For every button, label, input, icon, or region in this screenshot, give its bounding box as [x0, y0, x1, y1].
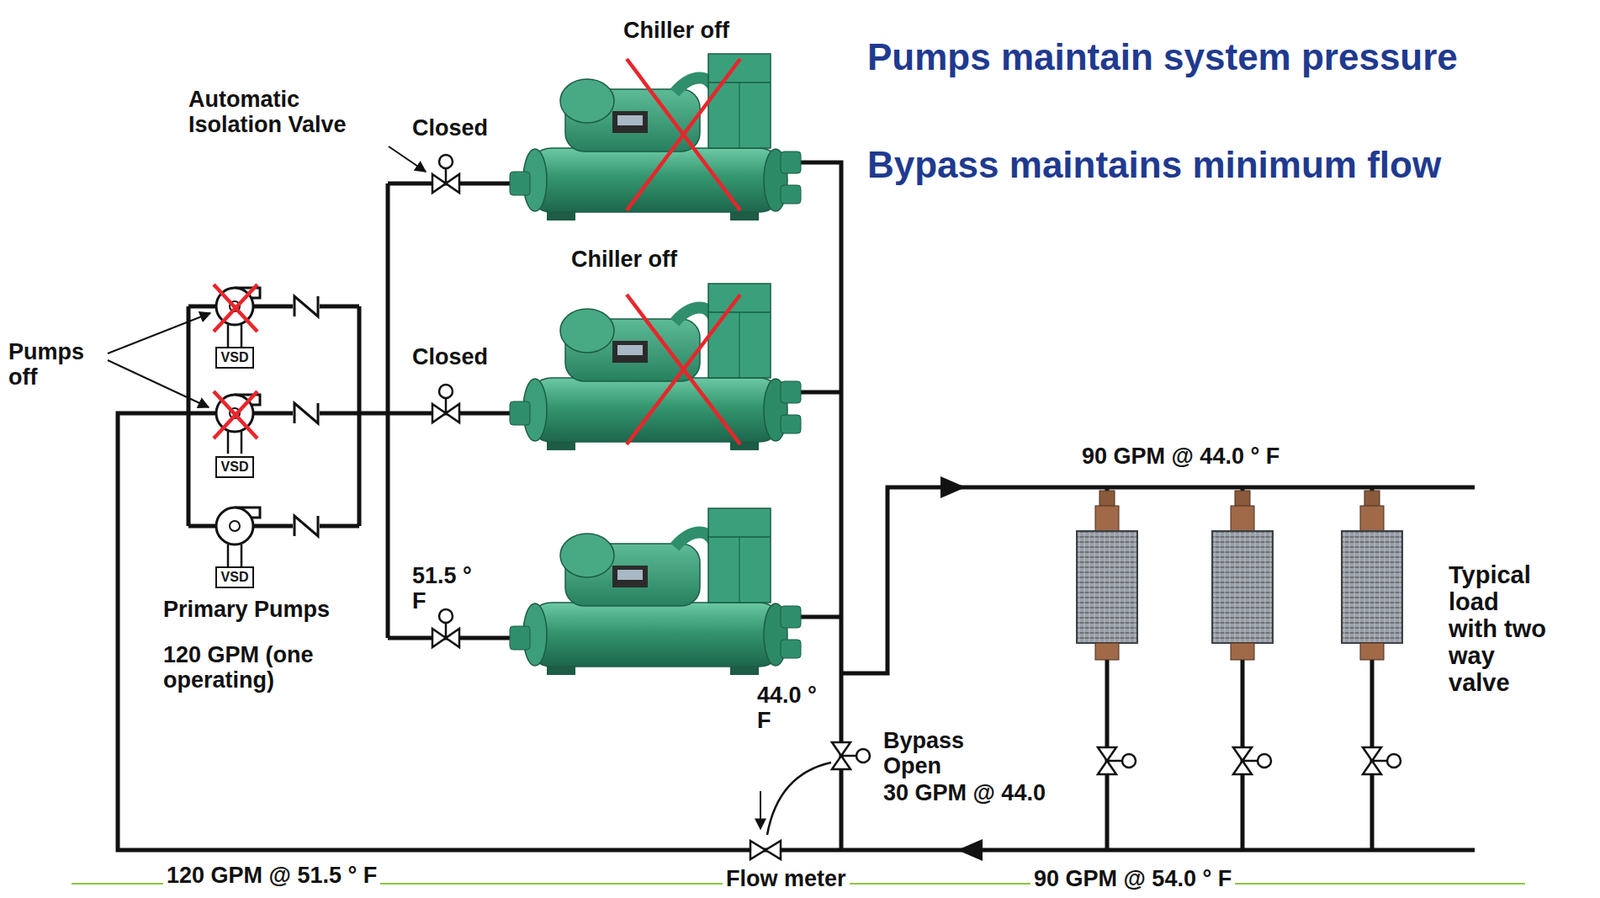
status-label: Chiller off	[623, 18, 730, 44]
two-way-valve	[1362, 747, 1401, 774]
piping	[117, 162, 1475, 850]
flow-arrow	[759, 790, 762, 829]
status-label: Closed	[412, 344, 488, 371]
flow-arrow	[957, 838, 983, 861]
temperature-label: 44.0 ° F	[757, 683, 818, 733]
heading: Bypass maintains minimum flow	[867, 144, 1442, 186]
bypass-valve	[831, 741, 870, 769]
chiller	[509, 53, 801, 221]
vsd-box: VSD	[215, 455, 255, 478]
node-text: VSD	[221, 349, 250, 366]
flow-arrow	[940, 476, 966, 499]
node-text: VSD	[221, 459, 250, 475]
part-name: Primary Pumps	[163, 597, 330, 623]
callout-label: Automatic Isolation Valve	[188, 87, 387, 138]
status-label: Chiller off	[571, 247, 678, 273]
flow-label: 90 GPM @ 44.0 ° F	[1081, 444, 1280, 470]
off-cross	[213, 284, 258, 439]
chiller	[509, 508, 801, 675]
cooling-coil	[1341, 490, 1403, 660]
isolation-valve	[432, 384, 460, 423]
callout-label: Pumps off	[8, 339, 101, 390]
leader-line	[388, 146, 426, 172]
two-way-valve	[1097, 747, 1136, 774]
check-valve	[292, 401, 320, 425]
flow-meter	[750, 840, 781, 859]
signal-line	[767, 762, 832, 835]
status-label: Closed	[412, 116, 488, 142]
flow-label: 90 GPM @ 54.0 ° F	[1030, 866, 1235, 892]
isolation-valve	[432, 154, 460, 193]
flow-label: 30 GPM @ 44.0	[883, 780, 1046, 806]
note-label: Typical load with two way valve	[1448, 561, 1548, 696]
cooling-coil	[1212, 490, 1273, 660]
isolation-valve	[432, 609, 460, 647]
chiller	[509, 283, 801, 451]
leader-line	[107, 312, 211, 354]
vsd-box: VSD	[215, 566, 255, 589]
node-text: VSD	[221, 569, 250, 585]
flow-label: 120 GPM (one operating)	[163, 642, 357, 693]
check-valve	[292, 513, 320, 538]
cooling-coil	[1076, 490, 1138, 660]
status-label: Bypass Open	[883, 728, 985, 779]
part-name: Flow meter	[722, 866, 850, 892]
vsd-box: VSD	[215, 346, 255, 369]
pump	[216, 507, 260, 567]
heading: Pumps maintain system pressure	[867, 37, 1458, 78]
check-valve	[292, 294, 320, 318]
two-way-valve	[1233, 747, 1272, 774]
flow-label: 120 GPM @ 51.5 ° F	[163, 863, 381, 889]
leader-line	[107, 360, 209, 408]
temperature-label: 51.5 ° F	[412, 563, 473, 614]
